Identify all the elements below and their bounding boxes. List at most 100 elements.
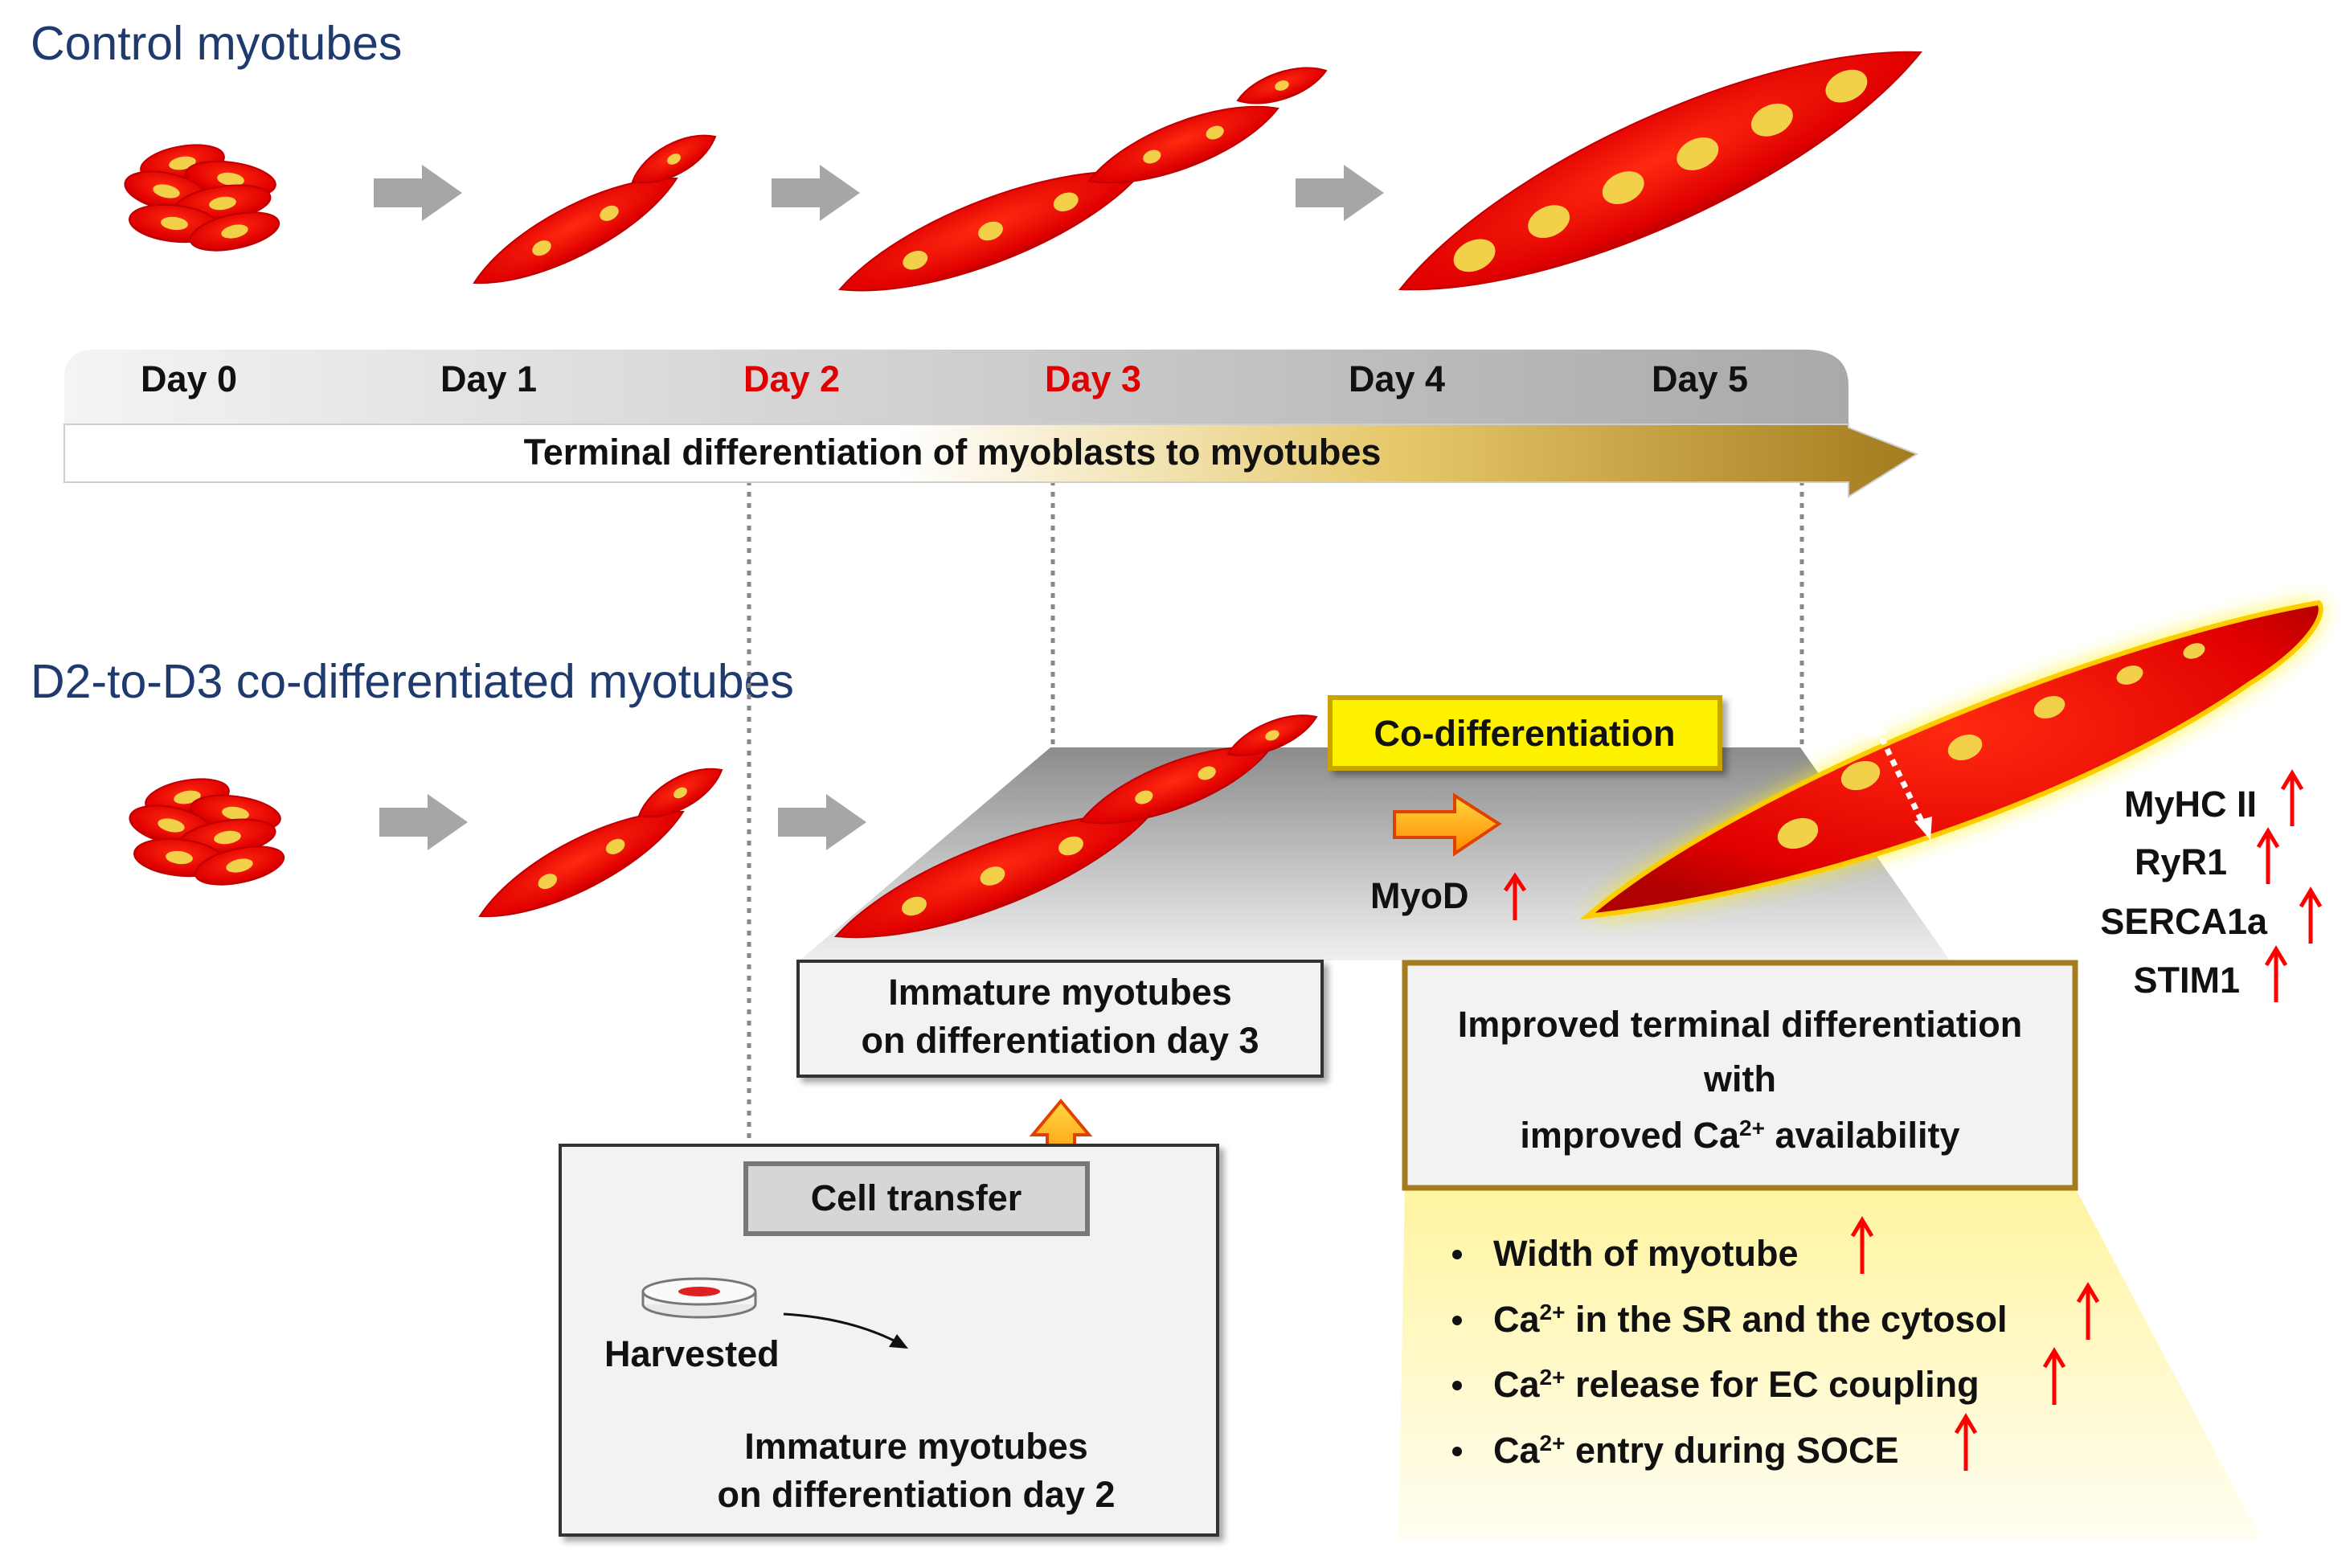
nucleus	[1602, 171, 1644, 204]
nucleus	[1143, 149, 1161, 164]
nucleus	[221, 224, 248, 239]
nucleus	[1947, 735, 1983, 760]
nucleus	[667, 154, 681, 165]
nucleus	[978, 221, 1003, 241]
nucleus	[226, 858, 253, 873]
day-label: Day 5	[1652, 358, 1748, 399]
improved-line3: improved Ca2+ availability	[1520, 1115, 1959, 1156]
terminal-differentiation-arrow	[63, 424, 1919, 498]
myoblast-cluster	[124, 144, 280, 252]
orange-right-arrow	[1393, 792, 1502, 857]
improved-line1: Improved terminal differentiation	[1458, 1004, 2023, 1045]
nucleus	[2183, 643, 2205, 659]
bullet-dot	[1452, 1250, 1462, 1259]
nucleus	[538, 874, 558, 890]
nucleus	[222, 806, 249, 821]
nucleus	[1265, 730, 1279, 741]
myotube-cell	[637, 768, 723, 818]
up-arrow-icon	[2076, 1282, 2100, 1340]
nucleus	[605, 838, 625, 854]
nucleus	[169, 156, 196, 170]
cell-transfer-label: Cell transfer	[811, 1177, 1022, 1218]
nucleus	[158, 818, 185, 833]
up-arrow-icon	[1503, 872, 1527, 920]
up-arrow-icon	[2256, 827, 2280, 884]
day-bar	[64, 350, 1848, 424]
nucleus	[1677, 137, 1719, 170]
up-arrow-icon	[2280, 769, 2304, 826]
immature-day3-line1: Immature myotubes	[888, 972, 1232, 1013]
gray-arrow	[1296, 165, 1384, 221]
nucleus	[1053, 192, 1079, 212]
gray-arrow	[374, 165, 462, 221]
myotube-cell	[478, 810, 685, 918]
day-label: Day 4	[1349, 358, 1445, 399]
harvested-label: Harvested	[604, 1333, 780, 1374]
day-label: Day 0	[141, 358, 237, 399]
nucleus	[1825, 69, 1868, 103]
cells-layer	[124, 51, 2323, 939]
nucleus	[532, 240, 551, 256]
nucleus	[166, 850, 193, 865]
up-arrow-icon	[2299, 886, 2323, 944]
nucleus	[600, 205, 619, 221]
nucleus	[1135, 790, 1153, 804]
nucleus	[1198, 766, 1216, 780]
nucleus	[1206, 125, 1224, 140]
marker-label: RyR1	[2135, 841, 2227, 882]
nucleus	[209, 196, 236, 211]
nucleus	[1840, 760, 1881, 791]
myotube-cell	[473, 177, 678, 285]
nucleus	[217, 172, 244, 186]
nucleus	[980, 866, 1005, 886]
codiff-myotubes-title: D2-to-D3 co-differentiated myotubes	[31, 655, 794, 708]
improved-line2: with	[1703, 1058, 1776, 1099]
myotube-cell	[1236, 67, 1328, 104]
myotube-cell	[1226, 714, 1318, 756]
gray-arrow	[379, 794, 468, 850]
width-indicator-arrow	[1869, 715, 1932, 840]
harvest-arrowhead	[889, 1334, 908, 1349]
myotube-cell	[833, 813, 1152, 939]
progression-arrows	[374, 165, 1384, 850]
marker-label: MyHC II	[2124, 784, 2257, 825]
nucleus	[153, 184, 180, 199]
co-differentiation-box	[1328, 695, 1722, 771]
bullet-text: Ca2+ release for EC coupling	[1493, 1364, 1979, 1405]
immature-day2-line1: Immature myotubes	[744, 1426, 1088, 1467]
immature-day2-line2: on differentiation day 2	[717, 1474, 1115, 1515]
up-arrow-icon	[2042, 1347, 2066, 1405]
myotube-cell	[631, 134, 717, 184]
nucleus	[1453, 239, 1496, 272]
gray-arrow	[772, 165, 860, 221]
nucleus	[2033, 695, 2065, 719]
harvest-arrow	[783, 1312, 901, 1345]
terminal-differentiation-label: Terminal differentiation of myoblasts to…	[524, 432, 1382, 473]
yellow-fan-background	[1398, 1188, 2262, 1539]
myoblast-cluster	[129, 778, 285, 886]
nucleus	[1750, 103, 1793, 137]
bullet-dot	[1452, 1316, 1462, 1325]
day-label: Day 1	[440, 358, 537, 399]
improved-differentiation-box	[1402, 960, 2078, 1191]
nucleus	[174, 790, 201, 804]
day-label: Day 2	[743, 358, 840, 399]
co-differentiation-label: Co-differentiation	[1374, 713, 1676, 754]
bullet-text: Ca2+ in the SR and the cytosol	[1493, 1299, 2008, 1340]
up-arrow-icon	[1954, 1413, 1978, 1471]
nucleus	[1058, 836, 1083, 856]
immature-day3-box	[796, 960, 1324, 1078]
up-arrow-icon	[2264, 945, 2288, 1002]
petri-dish-icon	[641, 1277, 757, 1319]
myotube-cell	[1398, 51, 1923, 291]
up-arrow-icon	[1850, 1216, 1874, 1274]
immature-day3-line2: on differentiation day 3	[861, 1020, 1259, 1061]
nucleus	[1275, 80, 1289, 91]
bullet-dot	[1452, 1447, 1462, 1456]
nucleus	[161, 216, 188, 231]
cell-transfer-box	[743, 1161, 1090, 1236]
